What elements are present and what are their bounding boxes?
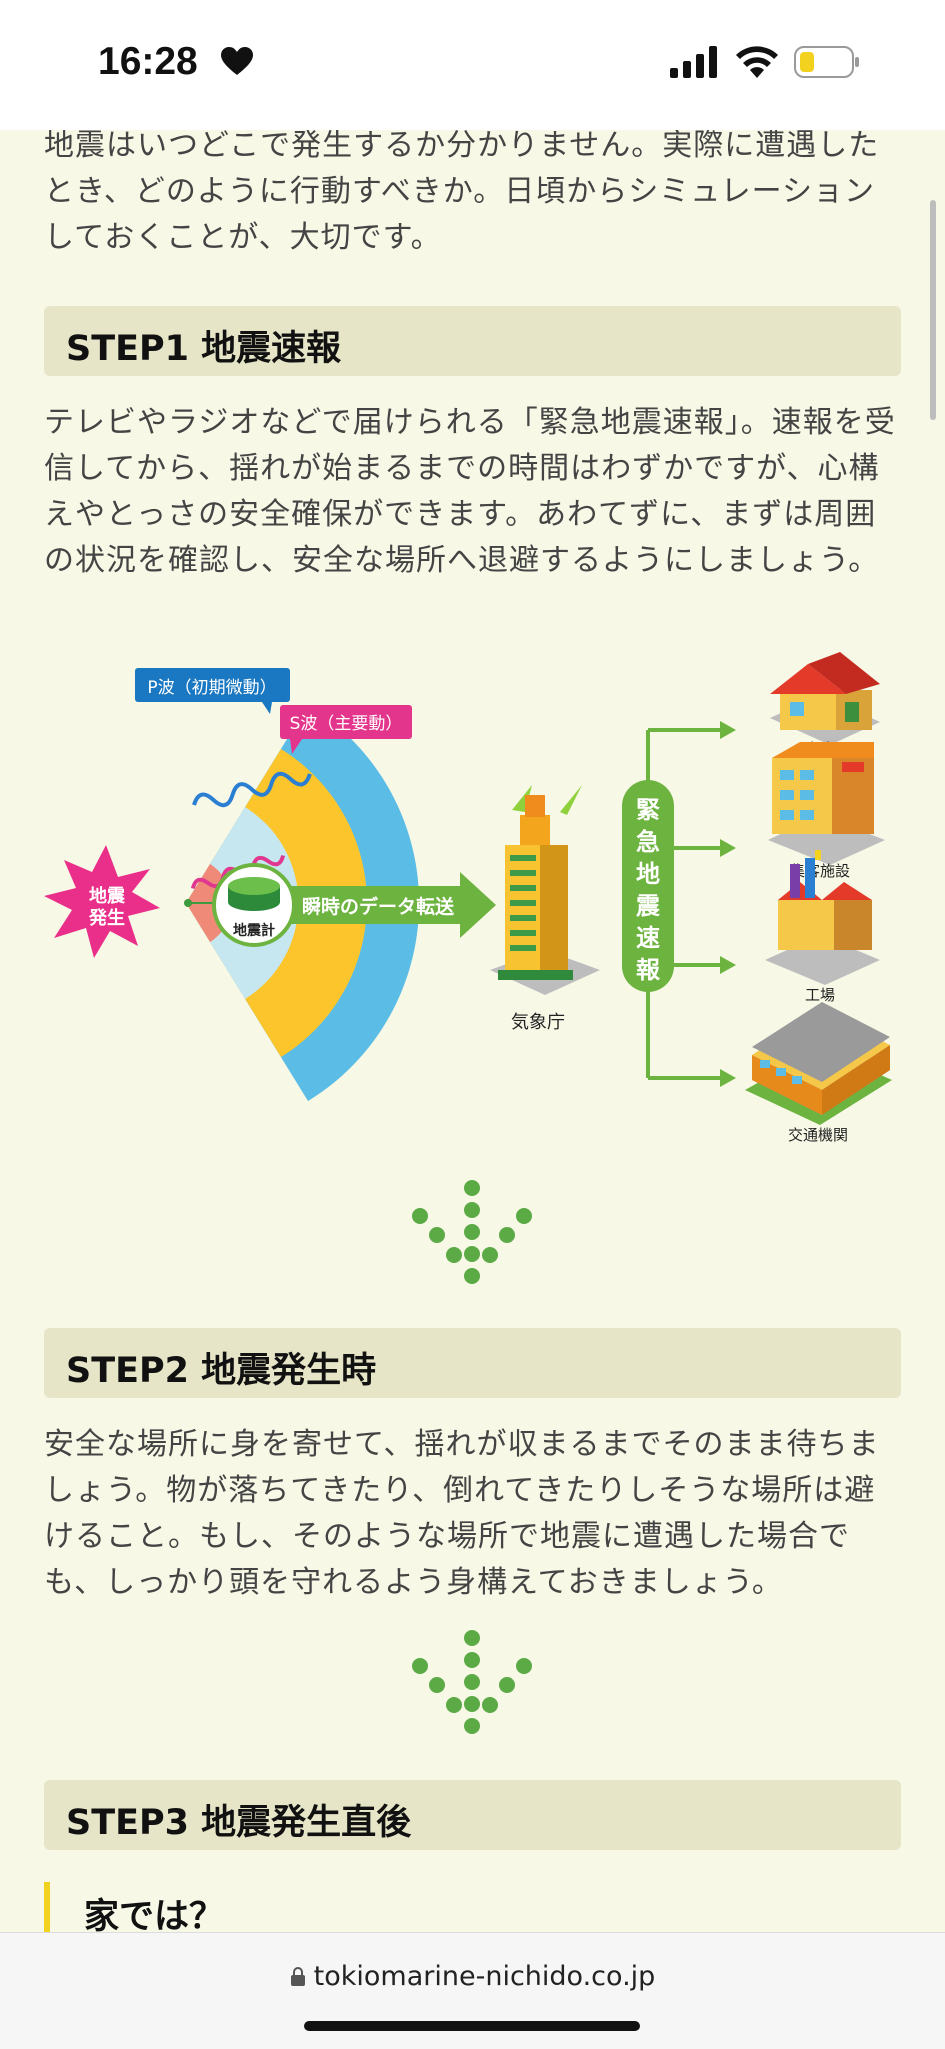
eew-pill — [622, 780, 674, 992]
eew-char: 地 — [636, 860, 660, 888]
eew-char: 報 — [636, 956, 661, 984]
scrollbar[interactable] — [930, 200, 936, 420]
jma-building: 気象庁 — [490, 785, 600, 1033]
s-wave-text: S波（主要動） — [290, 714, 403, 734]
factory-illustration: 工場 — [765, 850, 880, 1004]
eew-vertical-text: 緊 急 地 震 速 報 — [636, 796, 661, 984]
home-subheading-text: 家では？ — [84, 1897, 225, 1932]
home-subheading: 家では？ — [44, 1882, 450, 1932]
step3-title: STEP3 地震発生直後 — [66, 1803, 412, 1843]
url-text: tokiomarine-nichido.co.jp — [313, 1961, 656, 1992]
target-text: 集客施設 — [790, 862, 850, 880]
heart-icon — [221, 47, 253, 75]
transfer-text: 瞬時のデータ転送 — [302, 895, 455, 918]
eew-char: 速 — [636, 924, 660, 952]
status-bar: 16:28 — [0, 0, 945, 130]
step2-text: 安全な場所に身を寄せて、揺れが収まるまでそのまま待ちましょう。物が落ちてきたり、… — [44, 1427, 880, 1600]
facility-illustration: 集客施設 — [768, 742, 885, 880]
eew-char: 震 — [636, 892, 661, 920]
quake-label-line1: 地震 — [89, 885, 126, 907]
browser-address-bar[interactable]: tokiomarine-nichido.co.jp — [0, 1932, 945, 2049]
quake-origin-starburst — [44, 845, 160, 958]
p-wave-label: P波（初期微動） — [135, 668, 290, 714]
seismometer: 地震計 — [212, 863, 296, 947]
agency-text: 気象庁 — [511, 1012, 565, 1033]
transfer-arrow: 瞬時のデータ転送 — [282, 872, 496, 938]
home-indicator — [304, 2021, 640, 2031]
down-arrow-dots — [412, 1630, 532, 1734]
s-wave-label: S波（主要動） — [280, 705, 412, 754]
eew-char: 急 — [636, 828, 660, 856]
eew-diagram: 地震 発生 P波（初期微動） S波（主要動） 瞬時のデータ転送 地震計 — [44, 652, 892, 1144]
step3-header: STEP3 地震発生直後 — [44, 1780, 901, 1850]
target-text: 工場 — [805, 986, 835, 1004]
train-illustration: 交通機関 — [745, 1002, 892, 1144]
step1-text: テレビやラジオなどで届けられる「緊急地震速報」。速報を受信してから、揺れが始まる… — [44, 405, 896, 578]
step2-header: STEP2 地震発生時 — [44, 1328, 901, 1398]
seismometer-text: 地震計 — [233, 922, 275, 939]
battery-icon — [794, 46, 859, 78]
wifi-icon — [736, 46, 778, 78]
target-text: 交通機関 — [788, 1126, 848, 1144]
quake-label-line2: 発生 — [88, 907, 125, 929]
step1-title: STEP1 地震速報 — [66, 329, 342, 369]
status-time: 16:28 — [98, 40, 198, 83]
intro-text: 地震はいつどこで発生するか分かりません。実際に遭遇したとき、どのように行動すべき… — [44, 130, 880, 255]
step1-header: STEP1 地震速報 — [44, 306, 901, 376]
down-arrow-dots — [412, 1180, 532, 1284]
step2-title: STEP2 地震発生時 — [66, 1351, 377, 1391]
cellular-signal-icon — [670, 46, 717, 78]
eew-char: 緊 — [636, 796, 660, 824]
p-wave-text: P波（初期微動） — [147, 678, 276, 698]
page-content[interactable]: 地震はいつどこで発生するか分かりません。実際に遭遇したとき、どのように行動すべき… — [0, 130, 945, 1932]
lock-icon — [290, 1967, 305, 1986]
url-display[interactable]: tokiomarine-nichido.co.jp — [0, 1961, 945, 1992]
